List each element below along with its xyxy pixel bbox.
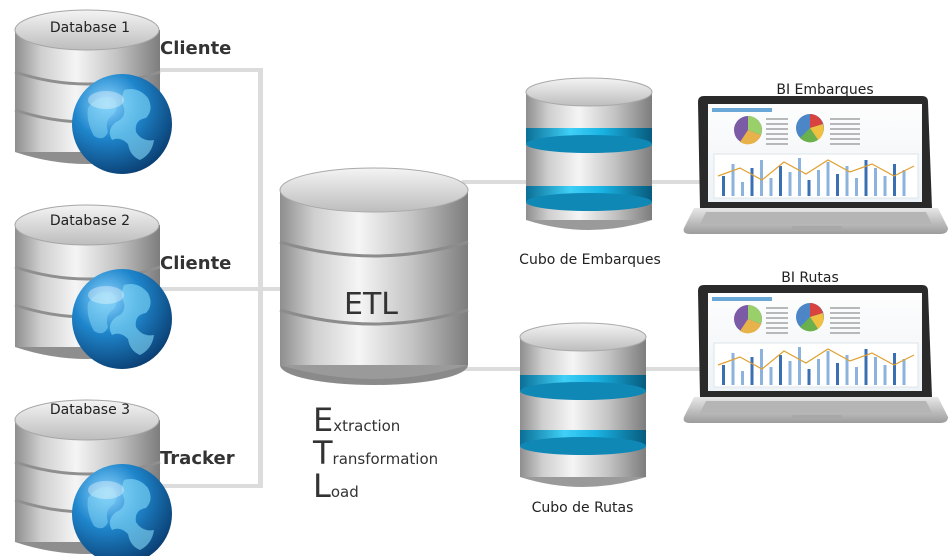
etl-initial-l: L bbox=[313, 467, 331, 505]
connector-lines bbox=[150, 68, 725, 488]
pie-chart-icon bbox=[734, 116, 762, 145]
cube-embarques-cylinder bbox=[525, 77, 653, 230]
database-3-label: Database 3 bbox=[49, 402, 131, 418]
database-2-cylinder bbox=[14, 204, 172, 369]
globe-icon bbox=[72, 464, 172, 556]
pie-chart-icon bbox=[796, 303, 824, 332]
database-1-cylinder bbox=[14, 9, 172, 174]
etl-word-extraction: Extraction bbox=[313, 404, 401, 436]
etl-rest-extraction: xtraction bbox=[333, 417, 401, 435]
etl-initial-t: T bbox=[313, 434, 333, 472]
globe-icon bbox=[72, 74, 172, 174]
etl-label: ETL bbox=[344, 287, 398, 322]
bar-chart-icon bbox=[713, 153, 919, 199]
database-2-label: Database 2 bbox=[49, 213, 131, 229]
cube-embarques-label: Cubo de Embarques bbox=[519, 252, 661, 268]
source-1-type-label: Cliente bbox=[160, 38, 232, 59]
laptop-bi-rutas bbox=[683, 285, 948, 423]
source-3-type-label: Tracker bbox=[160, 448, 235, 469]
laptop-bi-embarques bbox=[683, 96, 948, 234]
globe-icon bbox=[72, 269, 172, 369]
pie-chart-icon bbox=[734, 305, 762, 334]
bar-chart-icon bbox=[713, 342, 919, 388]
etl-word-load: Load bbox=[313, 470, 359, 502]
report-embarques-label: BI Embarques bbox=[776, 82, 874, 98]
cube-rutas-label: Cubo de Rutas bbox=[531, 500, 634, 516]
etl-word-transformation: Transformation bbox=[313, 437, 439, 469]
etl-initial-e: E bbox=[313, 401, 334, 439]
pie-chart-icon bbox=[796, 114, 824, 143]
etl-rest-load: oad bbox=[330, 483, 359, 501]
report-rutas-label: BI Rutas bbox=[781, 270, 839, 286]
etl-cylinder bbox=[279, 167, 469, 385]
etl-rest-transformation: ransformation bbox=[332, 450, 439, 468]
database-1-label: Database 1 bbox=[49, 20, 131, 36]
source-2-type-label: Cliente bbox=[160, 253, 232, 274]
database-3-cylinder bbox=[14, 399, 172, 556]
cube-rutas-cylinder bbox=[519, 322, 647, 487]
